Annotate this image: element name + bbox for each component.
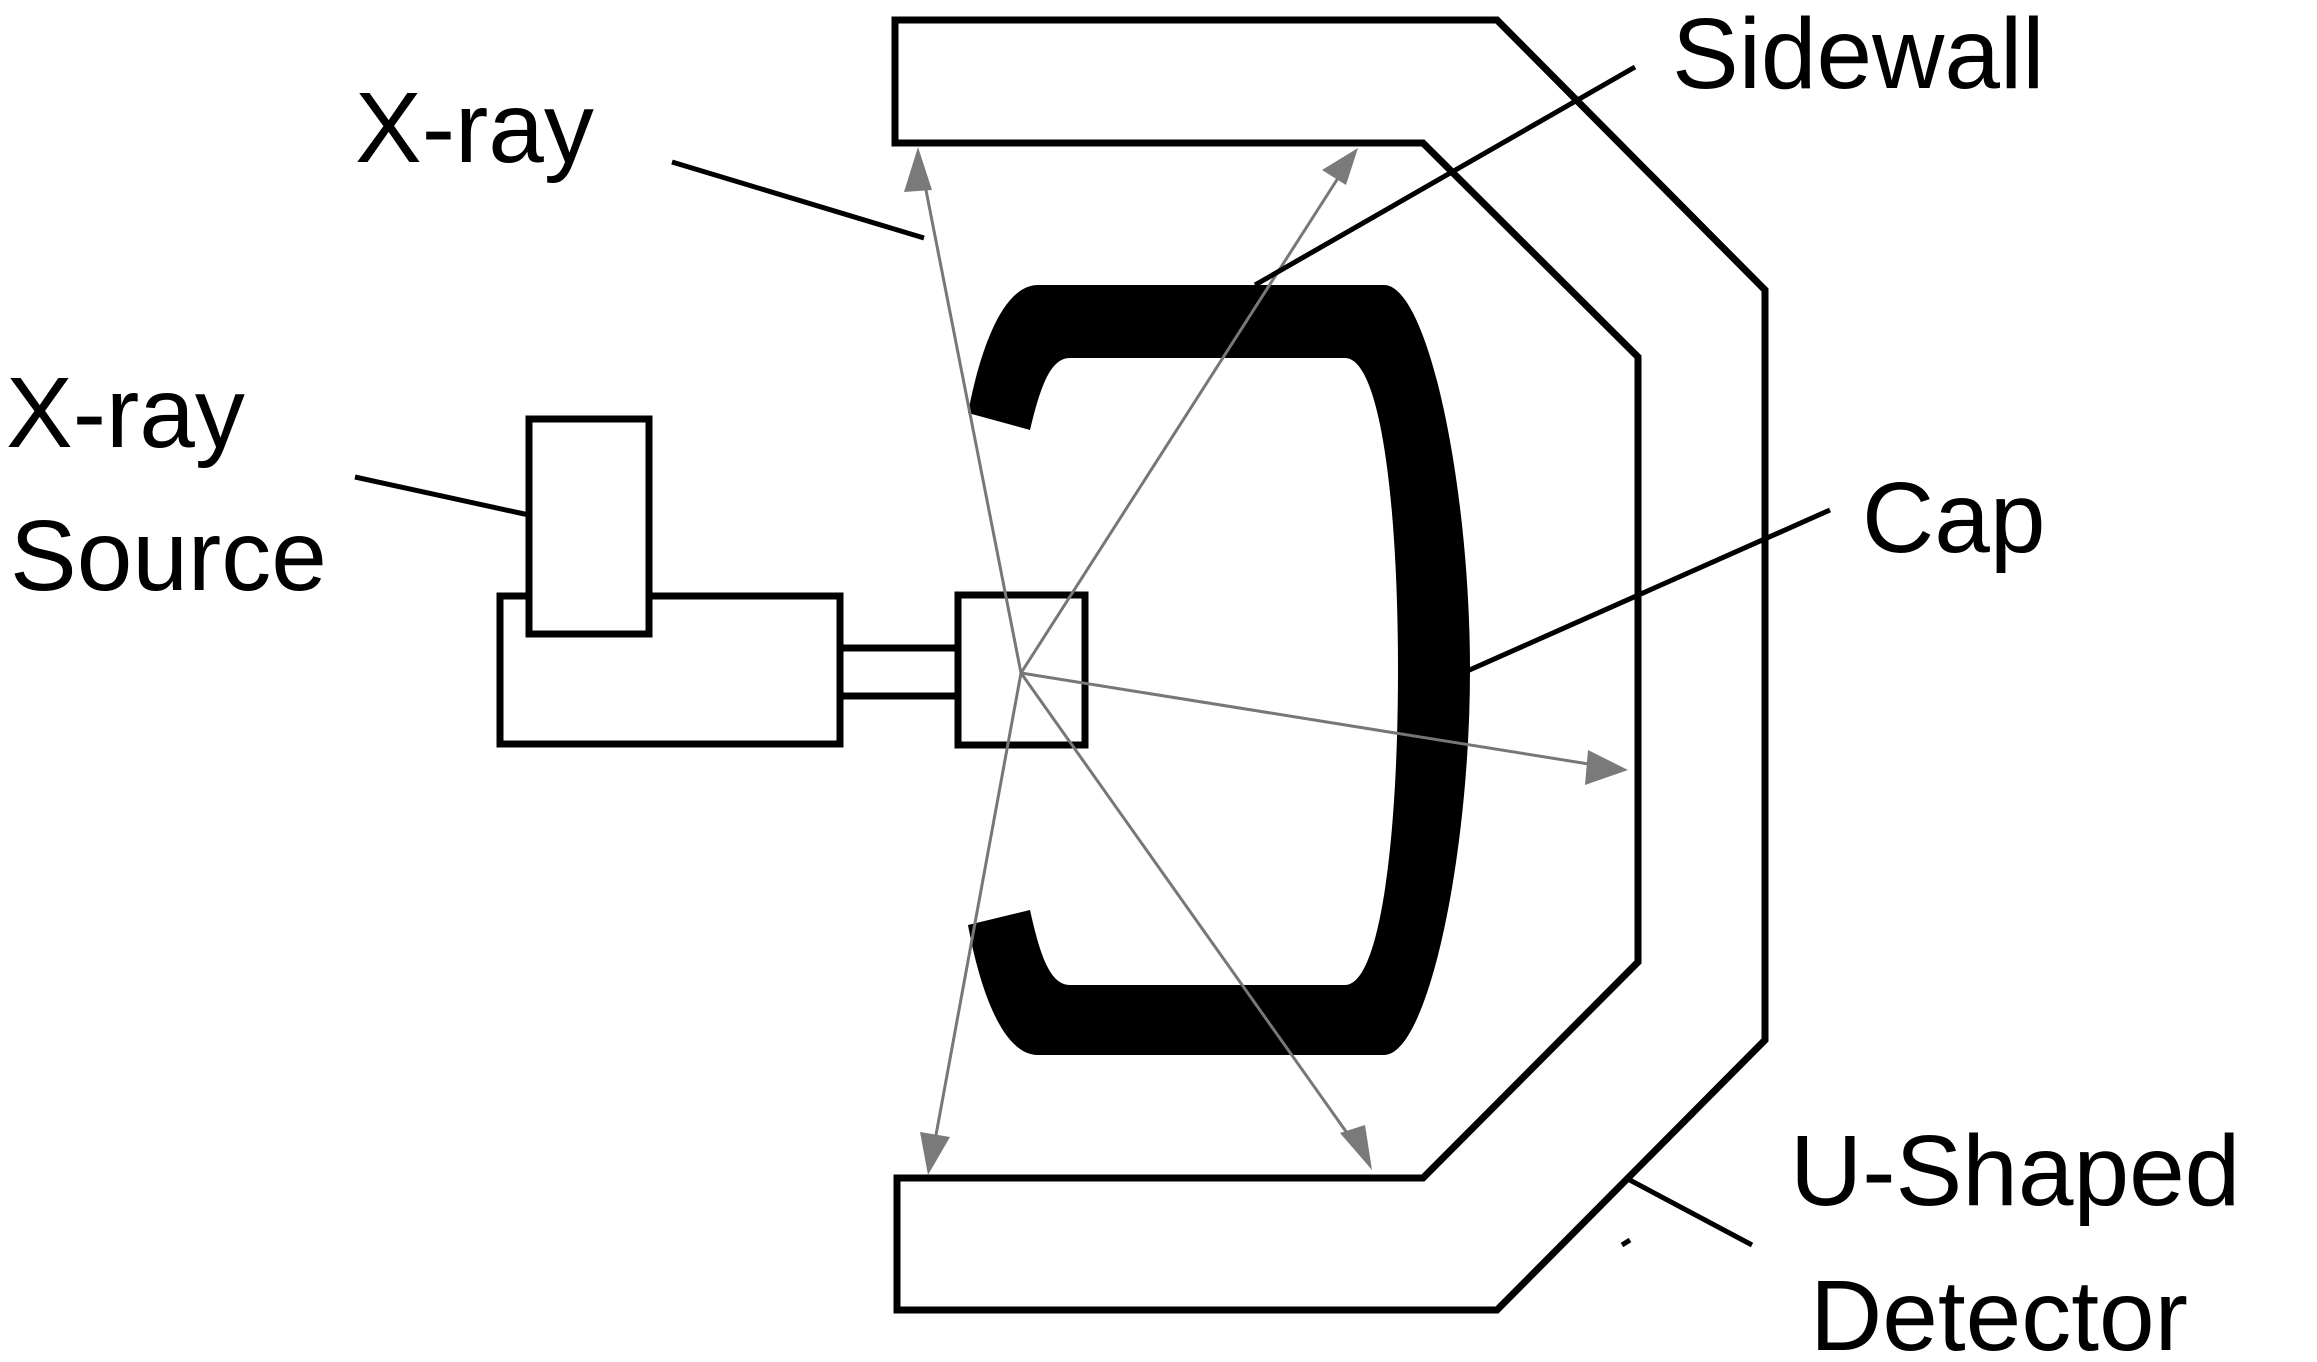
xray-beam-down-right [1019, 672, 1354, 1141]
arrowhead-down-left [920, 1132, 950, 1175]
source-connector [836, 644, 962, 700]
source-top-box [525, 415, 653, 638]
xray-beams [904, 147, 1628, 1175]
u-shaped-detector [891, 16, 1769, 1314]
container-sidewall-cap [968, 285, 1470, 1055]
label-sidewall: Sidewall [1672, 0, 2044, 110]
xray-beam-up-left [922, 179, 1023, 674]
arrowhead-down-right [1340, 1125, 1372, 1170]
arrowhead-right [1585, 750, 1628, 785]
label-xray: X-ray [355, 72, 594, 184]
leader-source [354, 474, 530, 518]
label-source-line1: X-ray [6, 357, 245, 469]
xray-beam-right [1020, 671, 1596, 767]
leader-sidewall [1253, 64, 1637, 288]
leader-detector [1620, 1237, 1632, 1248]
arrowhead-up-right [1322, 148, 1358, 185]
xray-beam-down-left [934, 672, 1023, 1136]
label-detector-line2: Detector [1810, 1260, 2188, 1362]
leader-xray [671, 159, 925, 241]
label-cap: Cap [1862, 462, 2045, 574]
source-emitter-head [954, 591, 1089, 749]
xray-beam-up-right [1019, 174, 1342, 674]
leader-cap [1463, 507, 1832, 675]
source-body [496, 592, 844, 748]
label-source-line2: Source [10, 500, 327, 612]
label-detector-line1: U-Shaped [1790, 1115, 2240, 1227]
arrowhead-up-left [904, 147, 932, 192]
leader-detector-main [1624, 1175, 1754, 1248]
